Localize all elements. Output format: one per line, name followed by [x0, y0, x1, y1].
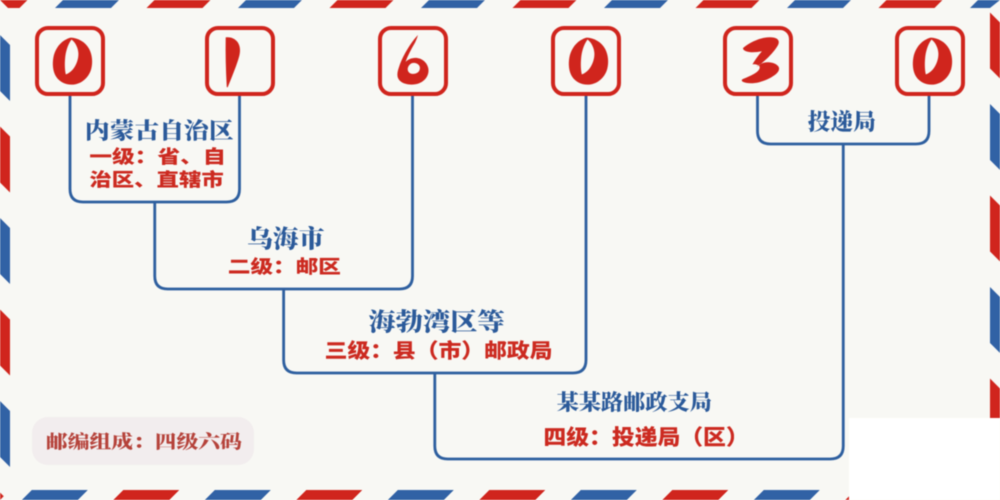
- postal-digit-box-2: [204, 26, 275, 96]
- label-badge-text: [47, 432, 242, 451]
- label-branch-name: [557, 391, 711, 412]
- border-left-stripes: [0, 0, 10, 500]
- postal-digit-box-1: [35, 26, 105, 96]
- border-bottom-stripes: [0, 490, 1000, 500]
- label-district-desc: [325, 340, 551, 360]
- label-city-name: [248, 226, 324, 250]
- digit-glyph-1: [52, 37, 93, 85]
- label-province-desc1: [90, 147, 223, 165]
- postal-digit-box-6: [895, 26, 965, 96]
- digit-glyph-6: [912, 37, 953, 85]
- digit-6-glyph-use: [912, 37, 953, 85]
- label-province-desc2: [90, 170, 223, 188]
- digit-3-glyph-use: [396, 35, 428, 85]
- label-district-name: [369, 309, 504, 333]
- label-branch-desc: [545, 426, 734, 447]
- border-top-stripes: [0, 0, 1000, 8]
- digit-4-glyph-use: [568, 37, 609, 85]
- digit-glyph-3: [396, 35, 428, 85]
- postal-digit-box-4: [551, 26, 621, 96]
- postal-digit-box-5: [722, 26, 793, 96]
- composition-badge: [31, 416, 254, 465]
- digit-2-glyph-use: [225, 37, 240, 88]
- label-province-name: [87, 119, 233, 141]
- bottom-right-patch: [849, 418, 1000, 500]
- bracket-branch: [433, 144, 845, 461]
- digit-5-glyph-use: [741, 37, 779, 84]
- bracket-delivery: [756, 96, 931, 146]
- label-delivery-name: [808, 109, 875, 132]
- digit-glyph-2: [225, 37, 240, 88]
- digit-glyph-5: [741, 37, 779, 84]
- digit-glyph-4: [568, 37, 609, 85]
- digit-1-glyph-use: [52, 37, 93, 85]
- postal-digit-box-3: [377, 26, 448, 96]
- border-right-stripes: [990, 0, 1000, 500]
- label-city-desc: [229, 257, 340, 275]
